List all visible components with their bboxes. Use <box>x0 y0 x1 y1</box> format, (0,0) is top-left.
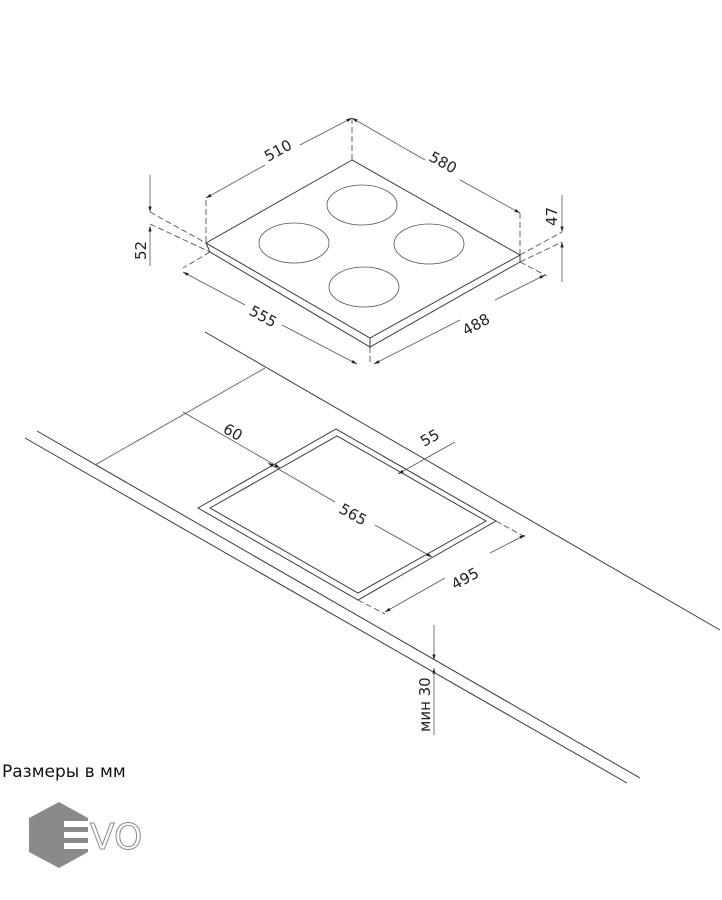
extension-line <box>357 599 386 615</box>
dimension-line <box>281 324 358 365</box>
logo-e-bar <box>64 843 90 849</box>
burner-back <box>326 184 398 226</box>
cutout-dimensions: 60 55 565 495 мин 30 <box>182 411 526 735</box>
burner-right <box>393 223 465 265</box>
dimension-line <box>397 441 456 475</box>
extension-line <box>519 231 563 256</box>
dim-55: 55 <box>417 425 442 450</box>
dimension-line <box>373 319 461 365</box>
countertop-front-edge <box>36 430 641 779</box>
dim-47: 47 <box>543 207 561 226</box>
dim-52: 52 <box>132 241 150 260</box>
dimension-line <box>182 271 246 306</box>
logo-hexagon <box>29 802 88 868</box>
countertop-front-edge <box>24 437 628 784</box>
dimension-line <box>299 117 353 146</box>
logo-vo-letters: VO <box>90 817 142 858</box>
extension-line <box>519 241 563 263</box>
countertop-side-edge <box>94 367 266 466</box>
dimension-line <box>205 164 266 199</box>
caption: Размеры в мм <box>2 762 126 782</box>
dim-555: 555 <box>246 302 280 332</box>
hob-dimensions: 510 580 555 488 52 47 <box>132 117 564 365</box>
extension-line <box>149 223 211 253</box>
dimension-line <box>384 577 446 613</box>
countertop-back-edge <box>204 331 721 631</box>
dimension-line <box>494 274 546 301</box>
dimension-line <box>489 534 526 554</box>
hob <box>204 159 522 348</box>
dimension-line <box>182 411 281 469</box>
dimension-line <box>374 524 433 558</box>
dimension-line <box>351 117 426 161</box>
extension-line <box>182 251 211 269</box>
burner-front <box>328 266 400 308</box>
cutout-inner <box>208 435 488 594</box>
dim-510: 510 <box>261 136 295 166</box>
dim-min-30: мин 30 <box>416 677 434 732</box>
dimension-line <box>267 462 336 503</box>
countertop <box>24 331 721 784</box>
dimension-line <box>459 179 521 214</box>
dim-565: 565 <box>336 500 370 530</box>
dim-580: 580 <box>426 148 460 178</box>
dim-495: 495 <box>448 564 482 594</box>
extension-line <box>495 520 526 538</box>
burner-left <box>258 222 330 264</box>
logo-e-bar <box>64 832 90 838</box>
evo-logo: VO <box>29 802 143 868</box>
dim-488: 488 <box>459 310 493 340</box>
extension-line <box>149 211 207 244</box>
dim-60: 60 <box>220 420 245 445</box>
logo-e-bar <box>64 821 90 827</box>
extension-line <box>519 261 548 277</box>
